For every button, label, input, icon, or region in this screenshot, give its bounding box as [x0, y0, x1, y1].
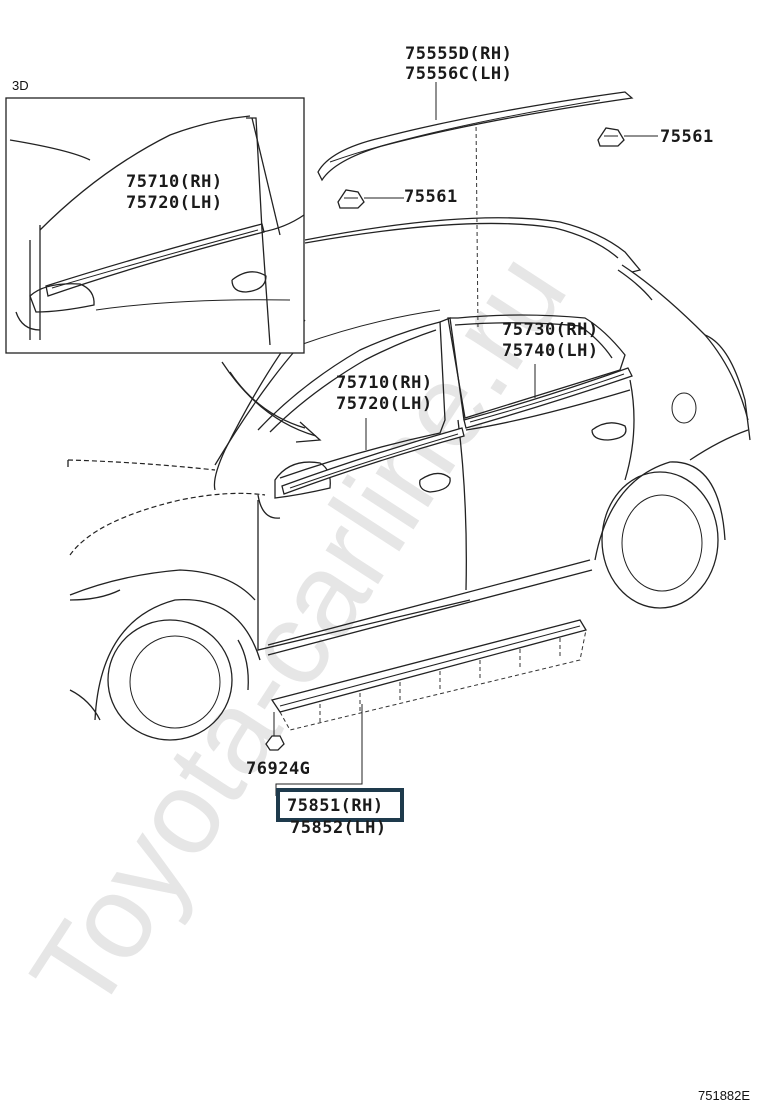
label-rear-belt-lh: 75740(LH): [502, 341, 599, 361]
label-clip-front: 75561: [404, 187, 458, 207]
label-front-belt-lh: 75720(LH): [336, 394, 433, 414]
leader-dash-roof: [475, 119, 479, 331]
label-rocker-rh[interactable]: 75851(RH): [287, 796, 384, 816]
roof-clip-front: [337, 189, 365, 209]
label-roof-molding-rh: 75555D(RH): [405, 44, 512, 64]
front-belt-molding: [281, 427, 465, 495]
label-rear-belt-rh: 75730(RH): [502, 320, 599, 340]
roof-clip-rear: [597, 127, 625, 147]
label-inset-belt-lh: 75720(LH): [126, 193, 223, 213]
inset-arrow: [221, 361, 317, 437]
figure-code: 751882E: [698, 1088, 750, 1103]
label-rocker-clip: 76924G: [246, 759, 310, 779]
car-body: [67, 217, 751, 741]
label-rocker-lh: 75852(LH): [290, 818, 387, 838]
label-roof-molding-lh: 75556C(LH): [405, 64, 512, 84]
inset-arrow-head: [295, 421, 322, 443]
highlight-box: [276, 788, 404, 822]
rocker-clip: [265, 735, 285, 751]
rear-belt-molding: [463, 367, 633, 429]
rocker-molding: [270, 619, 588, 731]
roof-molding: [317, 91, 634, 182]
label-clip-rear: 75561: [660, 127, 714, 147]
inset-3d: [5, 97, 305, 354]
inset-title: 3D: [12, 78, 29, 93]
label-inset-belt-rh: 75710(RH): [126, 172, 223, 192]
label-front-belt-rh: 75710(RH): [336, 373, 433, 393]
